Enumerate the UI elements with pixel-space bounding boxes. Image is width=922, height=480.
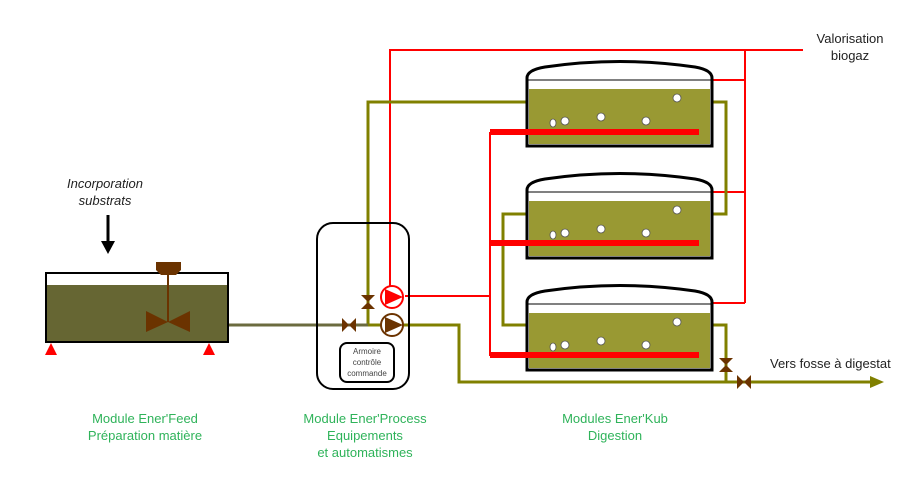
process-module-frame: [316, 222, 410, 390]
gas-bubble: [549, 118, 557, 128]
module-kub-label: Modules Ener'Kub Digestion: [562, 411, 668, 443]
digester-liquid: [529, 89, 710, 144]
control-cabinet: [339, 342, 395, 383]
gas-bubble: [641, 116, 651, 126]
mixer-blade-icon-2: [168, 311, 190, 332]
tank-2-to-tank-3: [501, 212, 530, 327]
valve-tank-3-outlet: [719, 358, 733, 372]
feed-to-tank-1: [366, 100, 530, 325]
support-left-icon: [45, 343, 57, 355]
outlet-arrow-head: [870, 376, 884, 388]
valve-vertical-process: [361, 295, 375, 309]
module-process-label: Module Ener'Process Equipements et autom…: [303, 411, 427, 460]
gas-bubble: [560, 116, 570, 126]
tank-1-to-tank-2: [705, 100, 728, 216]
gas-bubble: [672, 317, 682, 327]
incorporation-arrow-icon: [101, 215, 115, 254]
gas-bubble: [560, 340, 570, 350]
digester-tank-1: [525, 60, 714, 148]
recirculation-line: [368, 323, 872, 384]
gas-bubble: [672, 205, 682, 215]
gas-bubble: [672, 93, 682, 103]
digester-liquid: [529, 313, 710, 368]
mixer-blade-icon: [146, 311, 168, 332]
gas-bubble: [641, 340, 651, 350]
valve-feed-inlet: [342, 318, 356, 332]
gas-bubble: [596, 224, 606, 234]
digestate-pump-icon: [380, 313, 404, 337]
digester-tanks: [525, 60, 714, 372]
gas-bubble: [560, 228, 570, 238]
gas-bubble: [596, 336, 606, 346]
gas-bubble: [549, 230, 557, 240]
gas-bubble: [641, 228, 651, 238]
digester-tank-2: [525, 172, 714, 260]
feed-liquid: [47, 285, 227, 341]
gas-bubble: [549, 342, 557, 352]
gas-bubble: [596, 112, 606, 122]
incorporation-label: Incorporation substrats: [67, 176, 143, 208]
digester-liquid: [529, 201, 710, 256]
valorisation-biogaz-label: Valorisation biogaz: [816, 31, 884, 63]
mixer-motor-icon: [156, 262, 181, 275]
heating-loops: [490, 129, 699, 358]
digester-tank-3: [525, 284, 714, 372]
module-feed-label: Module Ener'Feed Préparation matière: [87, 411, 203, 443]
biogas-pump-icon: [380, 285, 404, 309]
valve-digestate-outlet: [737, 375, 751, 389]
vers-fosse-label: Vers fosse à digestat: [770, 356, 891, 371]
feed-tank: [45, 262, 229, 355]
armoire-label: Armoire contrôle commande: [347, 347, 387, 378]
support-right-icon: [203, 343, 215, 355]
biogas-main-line: [389, 49, 803, 298]
